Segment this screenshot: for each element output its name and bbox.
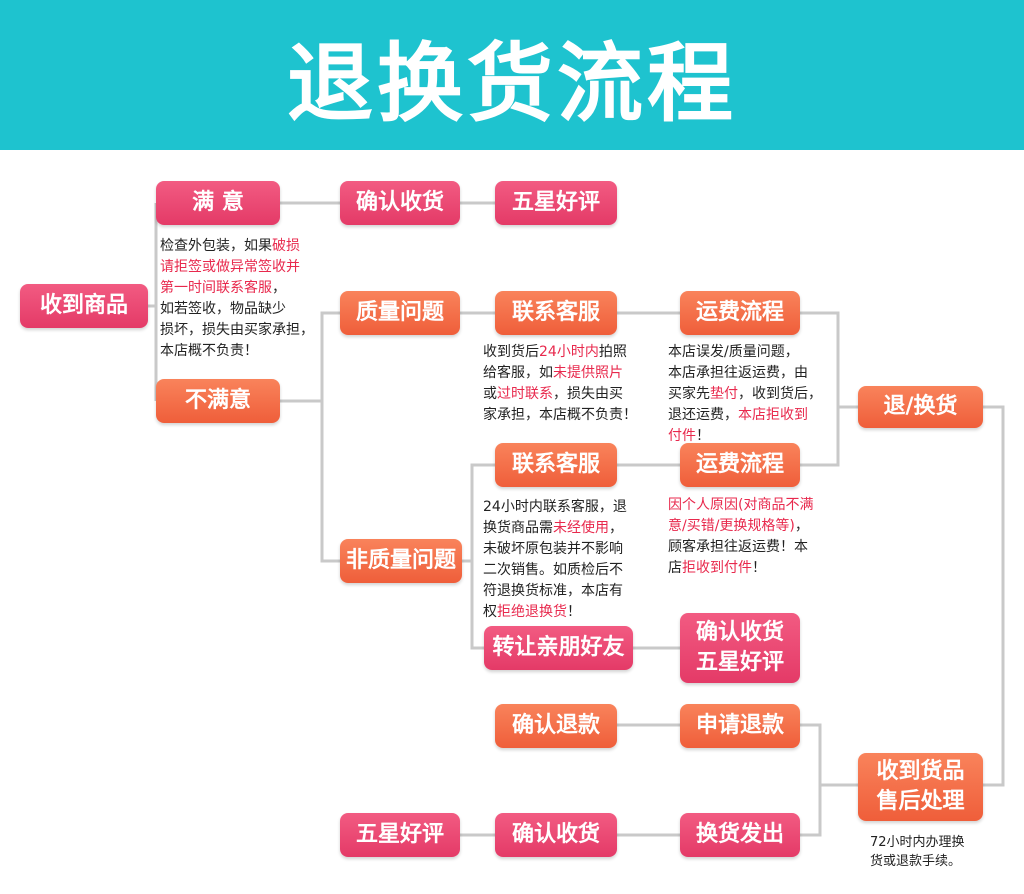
note-segment: 意/买错/更换规格等) xyxy=(668,518,795,534)
note-segment: 因个人原因(对商品不满 xyxy=(668,497,814,513)
quality-issue-box: 质量问题 xyxy=(340,291,460,335)
note-segment: 破损 xyxy=(272,238,300,254)
note-segment: 符退换货标准，本店有 xyxy=(483,583,623,599)
contact-cs-nonquality-box: 联系客服 xyxy=(495,443,617,487)
note-segment: ， xyxy=(609,520,623,536)
note-segment: 本店概不负责！ xyxy=(160,343,258,359)
shipping-flow-nonquality-box: 运费流程 xyxy=(680,443,800,487)
note-segment: 24小时内联系客服，退 xyxy=(483,499,627,515)
note-after-sale: 72小时内办理换货或退款手续。 xyxy=(870,833,1020,871)
unsatisfied-box: 不满意 xyxy=(156,379,280,423)
confirm-receipt-line: 确认收货 xyxy=(695,620,784,646)
note-segment: 退还运费， xyxy=(668,407,738,423)
note-segment: ！ xyxy=(567,604,581,620)
note-segment: 收到货后 xyxy=(483,344,539,360)
note-segment: 未提供照片 xyxy=(553,365,623,381)
note-segment: 付件 xyxy=(668,428,696,444)
note-segment: 拍照 xyxy=(598,344,627,360)
note-nonquality-shipping: 因个人原因(对商品不满意/买错/更换规格等)， 顾客承担往返运费！本店拒收到付件！ xyxy=(668,495,843,579)
note-quality-shipping: 本店误发/质量问题， 本店承担往返运费，由买家先垫付，收到货后，退还运费，本店拒收… xyxy=(668,342,843,447)
note-segment: 如若签收，物品缺少 xyxy=(160,301,286,317)
received-after-sale-box: 收到货品 售后处理 xyxy=(858,753,983,821)
five-star-bottom-box: 五星好评 xyxy=(340,813,460,857)
note-segment: ， xyxy=(272,280,286,296)
non-quality-issue-box: 非质量问题 xyxy=(340,539,462,583)
note-segment: 顾客承担往返运费！本 xyxy=(668,539,808,555)
note-segment: 未破坏原包装并不影响 xyxy=(483,541,623,557)
note-segment: 店 xyxy=(668,560,682,576)
confirm-refund-box: 确认退款 xyxy=(495,704,617,748)
transfer-friends-box: 转让亲朋好友 xyxy=(484,626,633,670)
note-segment: 本店误发/质量问题， xyxy=(668,344,799,360)
note-segment: 过时联系 xyxy=(497,386,553,402)
note-segment: ！ xyxy=(752,560,766,576)
shipping-flow-quality-box: 运费流程 xyxy=(680,291,800,335)
note-segment: 本店承担往返运费，由 xyxy=(668,365,808,381)
after-sale-line: 售后处理 xyxy=(876,789,965,814)
exchange-shipped-box: 换货发出 xyxy=(680,813,800,857)
note-inspect-package: 检查外包装，如果破损请拒签或做异常签收并第一时间联系客服， 如若签收，物品缺少损坏… xyxy=(160,236,330,362)
note-segment: 或 xyxy=(483,386,497,402)
note-segment: 货或退款手续。 xyxy=(870,854,962,869)
confirm-receipt-top-box: 确认收货 xyxy=(340,181,460,225)
header-banner: 退换货流程 xyxy=(0,0,1024,150)
note-segment: 72小时内办理换 xyxy=(870,835,965,850)
note-segment: 买家先 xyxy=(668,386,710,402)
note-quality-contact: 收到货后24小时内拍照给客服，如未提供照片或过时联系，损失由买家承担，本店概不负… xyxy=(483,342,663,426)
received-goods-line: 收到货品 xyxy=(876,759,965,785)
note-segment: 本店拒收到 xyxy=(738,407,808,423)
page-title: 退换货流程 xyxy=(287,33,737,134)
note-segment: 请拒签或做异常签收并 xyxy=(160,259,300,275)
note-segment: 未经使用 xyxy=(553,520,609,536)
satisfied-box: 满 意 xyxy=(156,181,280,225)
apply-refund-box: 申请退款 xyxy=(680,704,800,748)
note-segment: 家承担，本店概不负责！ xyxy=(483,407,637,423)
note-segment: 权 xyxy=(483,604,497,620)
contact-cs-quality-box: 联系客服 xyxy=(495,291,617,335)
note-segment: 损坏，损失由买家承担， xyxy=(160,322,314,338)
note-segment: 第一时间联系客服 xyxy=(160,280,272,296)
note-nonquality-contact: 24小时内联系客服，退换货商品需未经使用， 未破坏原包装并不影响二次销售。如质检后… xyxy=(483,497,663,623)
note-segment: ，损失由买 xyxy=(553,386,623,402)
five-star-line: 五星好评 xyxy=(695,650,784,675)
note-segment: 检查外包装，如果 xyxy=(160,238,272,254)
five-star-top-box: 五星好评 xyxy=(495,181,617,225)
note-segment: 24小时内 xyxy=(539,344,599,360)
confirm-receipt-five-star-box: 确认收货 五星好评 xyxy=(680,613,800,683)
note-segment: 换货商品需 xyxy=(483,520,553,536)
note-segment: ，收到货后， xyxy=(738,386,822,402)
note-segment: ， xyxy=(794,518,809,534)
note-segment: 拒绝退换货 xyxy=(497,604,567,620)
note-segment: 给客服，如 xyxy=(483,365,553,381)
note-segment: ！ xyxy=(696,428,710,444)
note-segment: 二次销售。如质检后不 xyxy=(483,562,623,578)
receive-goods-box: 收到商品 xyxy=(20,284,148,328)
confirm-receipt-bottom-box: 确认收货 xyxy=(495,813,617,857)
return-exchange-box: 退/换货 xyxy=(858,386,983,428)
note-segment: 垫付 xyxy=(710,386,738,402)
note-segment: 拒收到付件 xyxy=(682,560,752,576)
